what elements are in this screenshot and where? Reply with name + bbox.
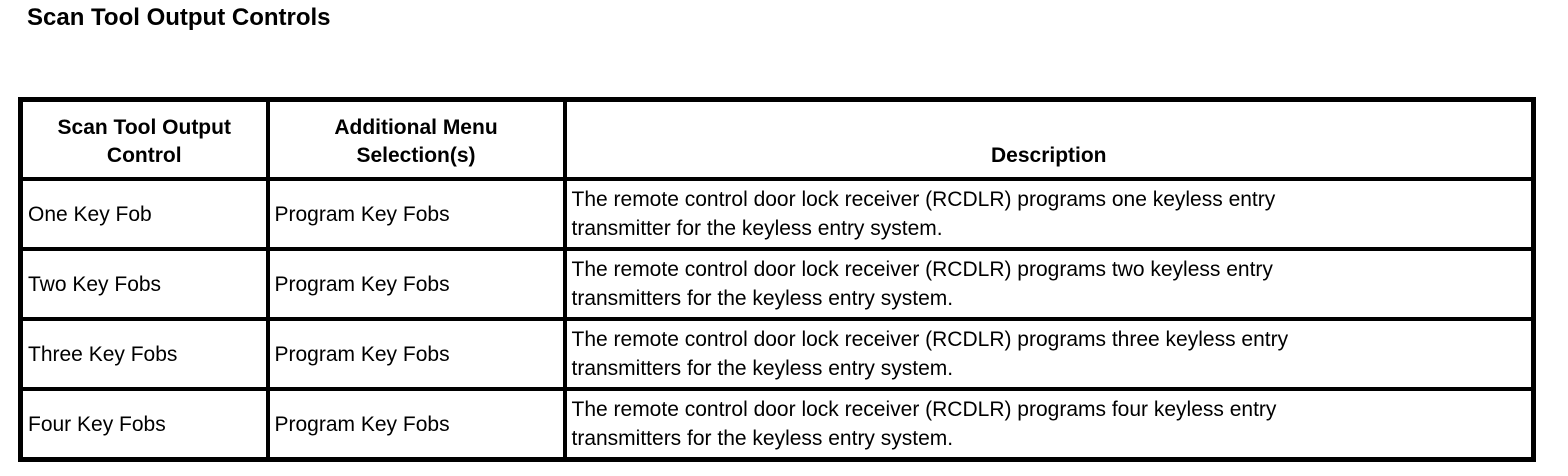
cell-description: The remote control door lock receiver (R… [562,177,1536,251]
column-header-description: Description [562,97,1536,181]
column-header-scan-tool-output-control: Scan Tool Output Control [18,97,270,181]
table-row: Three Key Fobs Program Key Fobs The remo… [18,317,1536,391]
cell-menu-selection: Program Key Fobs [265,177,567,251]
cell-menu-selection: Program Key Fobs [265,317,567,391]
table-body: One Key Fob Program Key Fobs The remote … [18,177,1536,462]
cell-description: The remote control door lock receiver (R… [562,387,1536,462]
table-row: One Key Fob Program Key Fobs The remote … [18,177,1536,251]
page-title: Scan Tool Output Controls [27,4,331,31]
cell-description: The remote control door lock receiver (R… [562,317,1536,391]
cell-control: Four Key Fobs [18,387,270,462]
cell-control: Two Key Fobs [18,247,270,321]
cell-control: Three Key Fobs [18,317,270,391]
cell-menu-selection: Program Key Fobs [265,247,567,321]
column-header-additional-menu-selections: Additional Menu Selection(s) [265,97,567,181]
table-row: Two Key Fobs Program Key Fobs The remote… [18,247,1536,321]
header-row: Scan Tool Output Control Additional Menu… [18,97,1536,181]
scan-tool-output-controls-table: Scan Tool Output Control Additional Menu… [18,97,1536,462]
cell-control: One Key Fob [18,177,270,251]
table-row: Four Key Fobs Program Key Fobs The remot… [18,387,1536,462]
table-header: Scan Tool Output Control Additional Menu… [18,97,1536,181]
cell-description: The remote control door lock receiver (R… [562,247,1536,321]
cell-menu-selection: Program Key Fobs [265,387,567,462]
